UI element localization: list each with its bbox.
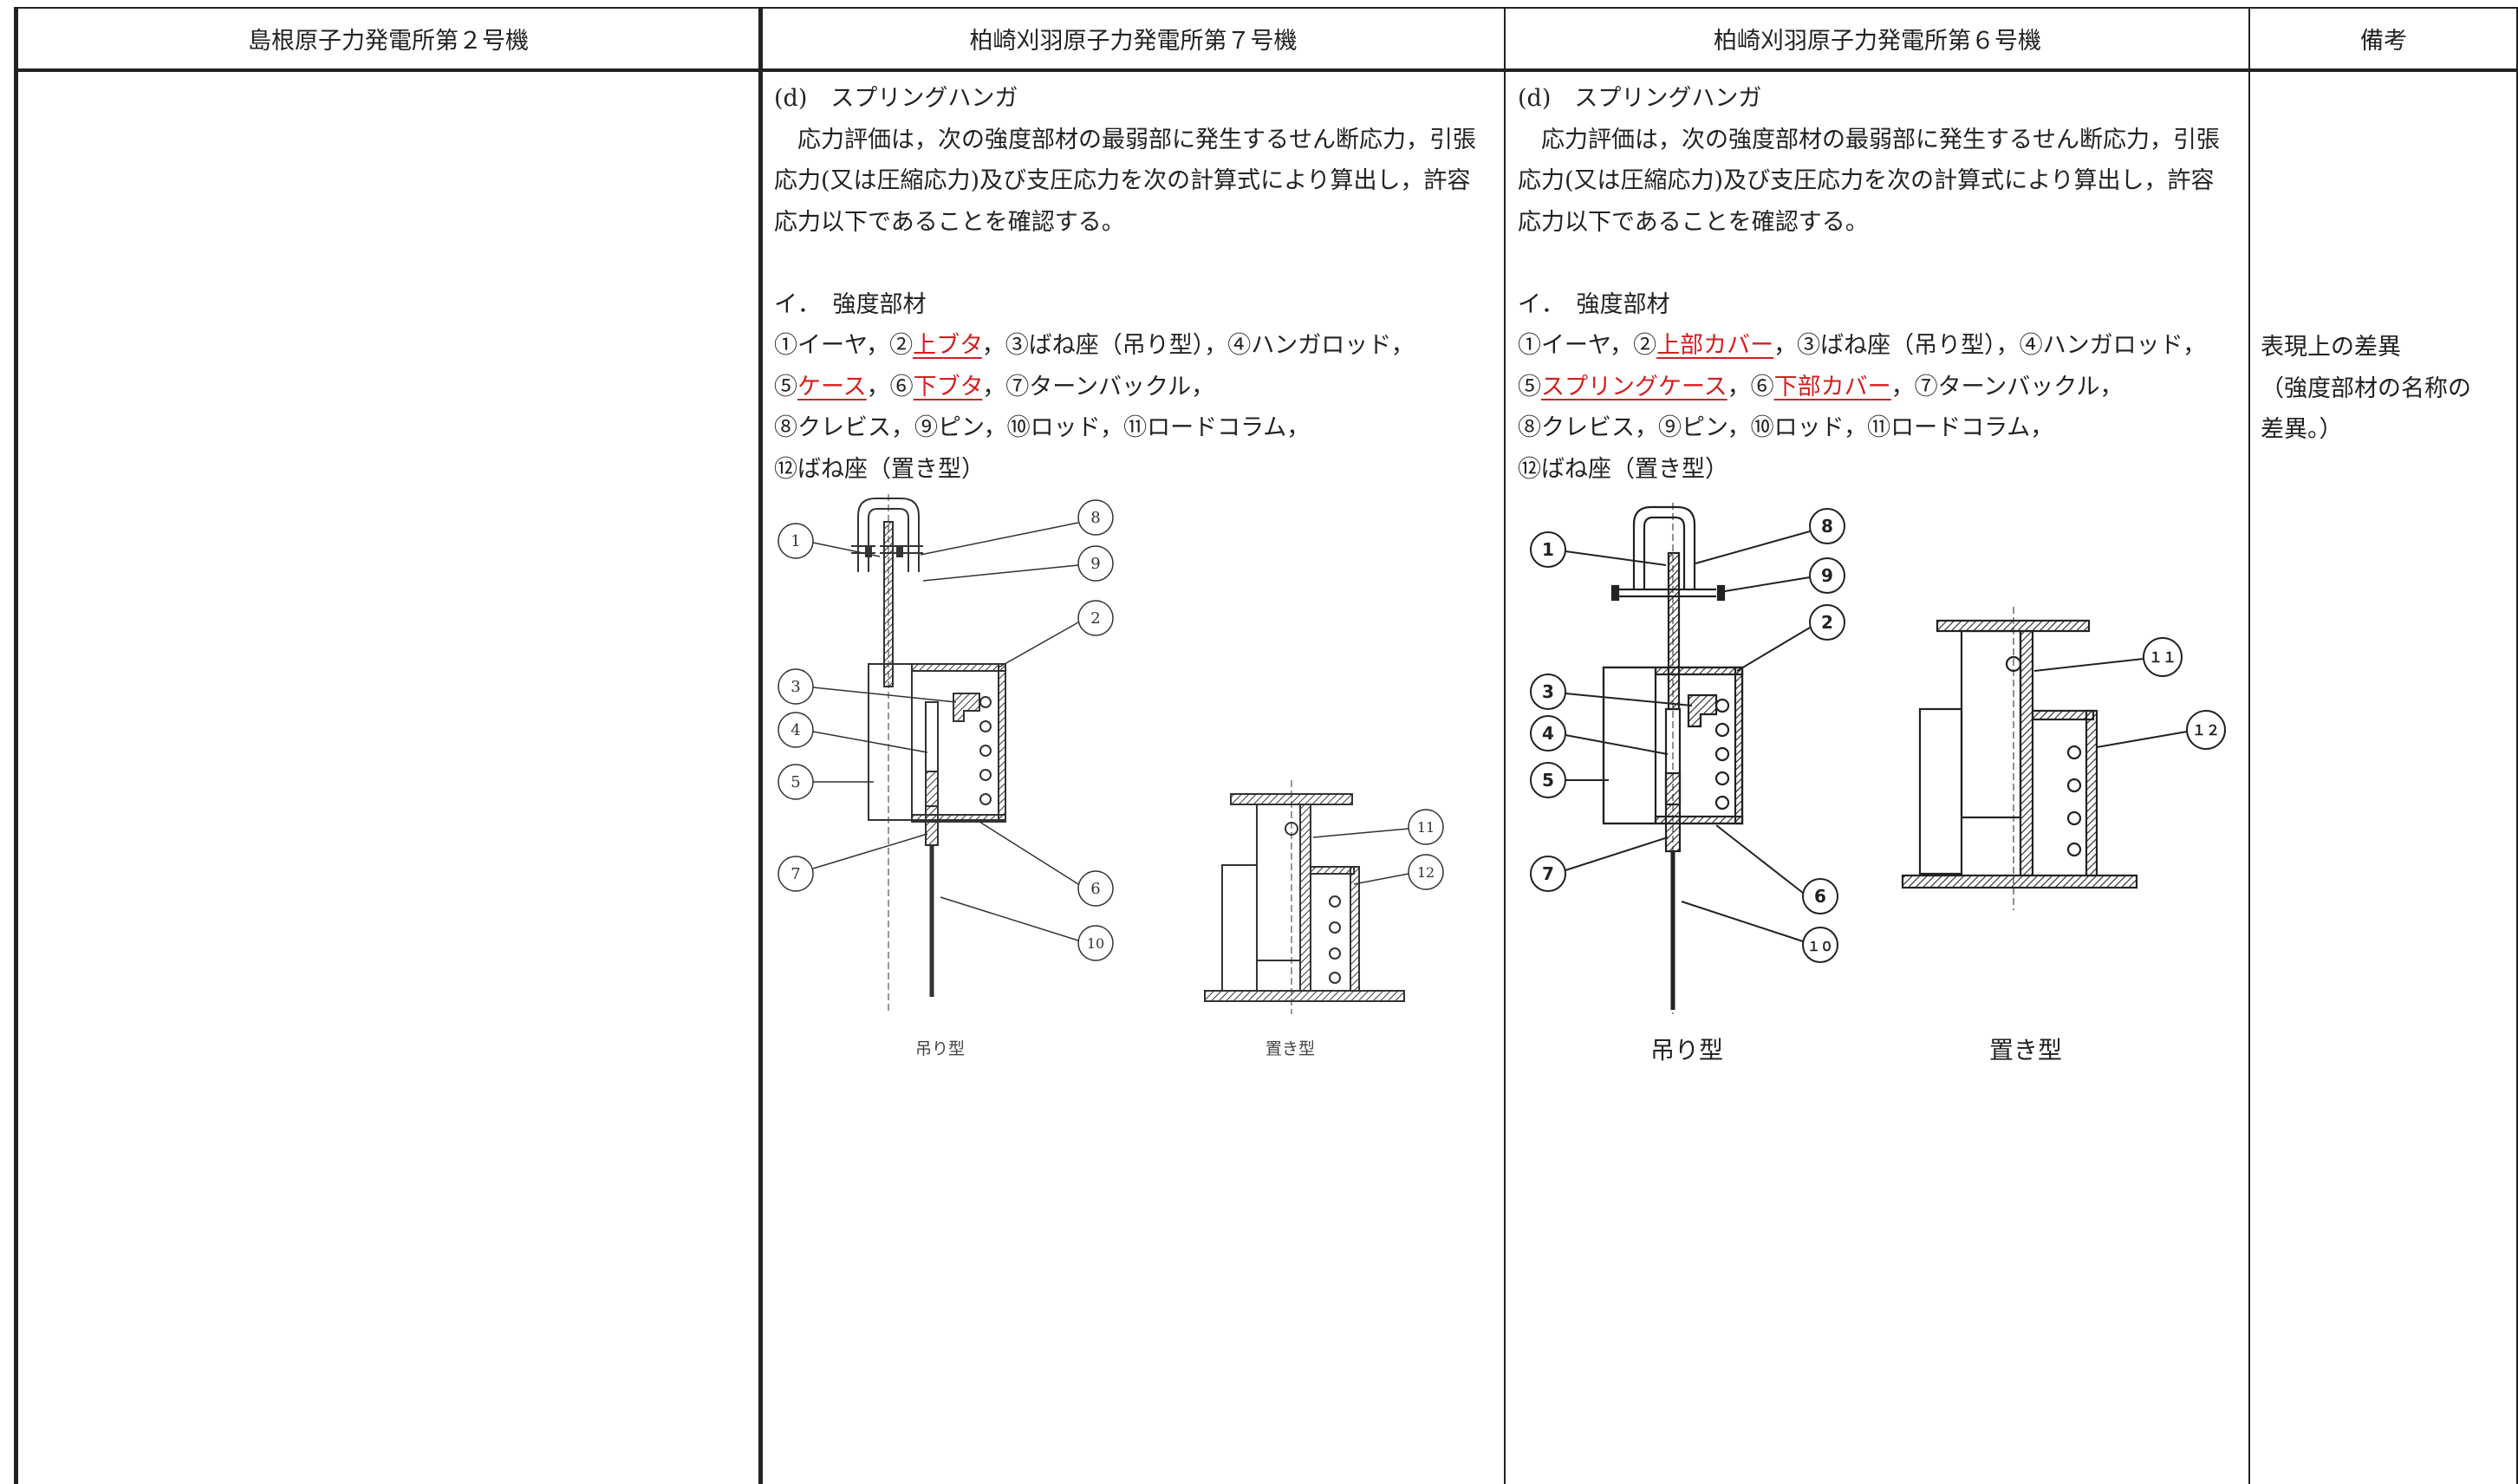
- kk7-paragraph-line-1: 応力評価は，次の強度部材の最弱部に発生するせん断応力，引張: [774, 126, 1476, 153]
- kk6-label-8: 8: [1821, 516, 1833, 537]
- kk6-section: (d) スプリングハンガ 応力評価は，次の強度部材の最弱部に発生するせん断応力，…: [1518, 78, 2220, 490]
- kk7-label-12: 12: [1417, 864, 1435, 881]
- remarks-line-3: 差異。）: [2261, 416, 2343, 443]
- kk7-label-4: 4: [791, 721, 800, 739]
- kk6-changed-term: スプリングケース: [1541, 373, 1727, 400]
- kk7-members-line-1: ①イーヤ，②上ブタ，③ばね座（吊り型），④ハンガロッド，: [774, 332, 1415, 359]
- kk7-subheading: イ． 強度部材: [774, 290, 927, 318]
- kk6-label-3: 3: [1542, 681, 1554, 702]
- kk6-label-9: 9: [1821, 565, 1833, 586]
- kk6-changed-term: 下部カバー: [1773, 373, 1891, 400]
- kk7-changed-term: 上ブタ: [913, 332, 982, 359]
- kk6-members-line-4: ⑫ばね座（置き型）: [1518, 455, 1728, 483]
- kk7-paragraph-line-3: 応力以下であることを確認する。: [774, 208, 1125, 236]
- kk6-paragraph-line-3: 応力以下であることを確認する。: [1518, 208, 1869, 236]
- kk6-label-4: 4: [1542, 723, 1554, 744]
- kk6-members-line-1: ①イーヤ，②上部カバー，③ばね座（吊り型），④ハンガロッド，: [1518, 332, 2207, 359]
- header-shimane-2: 島根原子力発電所第２号機: [248, 27, 529, 55]
- header-kk-6: 柏崎刈羽原子力発電所第６号機: [1714, 27, 2041, 55]
- kk7-standing-type-diagram: 11 12: [1204, 780, 1444, 1014]
- remarks-line-2: （強度部材の名称の: [2261, 374, 2471, 402]
- kk6-standing-type-diagram: １１ １２: [1901, 607, 2226, 910]
- kk7-heading: (d) スプリングハンガ: [774, 85, 1018, 112]
- kk6-label-1: 1: [1542, 539, 1554, 560]
- table-top-border: [14, 7, 2518, 9]
- table-right-border: [2516, 7, 2518, 1484]
- kk7-paragraph-line-2: 応力(又は圧縮応力)及び支圧応力を次の計算式により算出し，許容: [774, 167, 1471, 194]
- kk7-label-8: 8: [1090, 509, 1100, 527]
- kk7-changed-term: 下ブタ: [913, 373, 983, 400]
- kk6-members-line-2: ⑤スプリングケース，⑥下部カバー，⑦ターンバックル，: [1518, 373, 2124, 400]
- kk6-subheading: イ． 強度部材: [1518, 290, 1670, 318]
- kk7-label-7: 7: [791, 865, 800, 883]
- kk7-hanging-type-diagram: 1 8 9 2 3 4 5 7 6 10: [778, 494, 1114, 1014]
- kk6-changed-term: 上部カバー: [1656, 332, 1774, 359]
- header-bottom-border: [14, 68, 2518, 72]
- table-left-border: [14, 7, 18, 1484]
- kk7-changed-term: ケース: [797, 373, 867, 400]
- kk7-members-line-4: ⑫ばね座（置き型）: [774, 455, 985, 483]
- kk6-label-6: 6: [1814, 886, 1826, 907]
- kk7-label-10: 10: [1087, 935, 1104, 952]
- kk7-label-6: 6: [1090, 880, 1100, 898]
- header-kk-7: 柏崎刈羽原子力発電所第７号機: [969, 27, 1298, 55]
- column-divider-1: [758, 7, 763, 1484]
- kk6-label-11: １１: [2149, 649, 2176, 666]
- kk7-members-line-3: ⑧クレビス，⑨ピン，⑩ロッド，⑪ロードコラム，: [774, 414, 1311, 441]
- kk7-label-2: 2: [1090, 609, 1100, 628]
- column-divider-2: [1504, 7, 1506, 1484]
- kk6-label-5: 5: [1542, 770, 1554, 791]
- remarks-text: 表現上の差異 （強度部材の名称の 差異。）: [2261, 327, 2471, 451]
- kk6-label-2: 2: [1821, 612, 1833, 633]
- kk6-hanging-type-diagram: 1 8 9 2 3 4 5 7 6 １０: [1530, 503, 1845, 1014]
- kk7-label-5: 5: [791, 773, 800, 791]
- kk6-heading: (d) スプリングハンガ: [1518, 85, 1762, 112]
- kk6-label-10: １０: [1807, 939, 1833, 954]
- kk7-label-1: 1: [791, 532, 800, 550]
- column-divider-3: [2248, 7, 2250, 1484]
- header-remarks: 備考: [2360, 27, 2407, 55]
- kk7-caption-hanging: 吊り型: [915, 1039, 966, 1058]
- kk7-label-9: 9: [1090, 555, 1100, 573]
- kk7-label-11: 11: [1417, 819, 1435, 836]
- kk6-caption-standing: 置き型: [1989, 1036, 2063, 1064]
- kk6-paragraph-line-2: 応力(又は圧縮応力)及び支圧応力を次の計算式により算出し，許容: [1518, 167, 2215, 194]
- kk6-paragraph-line-1: 応力評価は，次の強度部材の最弱部に発生するせん断応力，引張: [1518, 126, 2220, 153]
- kk6-caption-hanging: 吊り型: [1650, 1036, 1724, 1064]
- remarks-line-1: 表現上の差異: [2261, 334, 2401, 361]
- kk6-label-7: 7: [1542, 863, 1554, 884]
- kk7-members-line-2: ⑤ケース，⑥下ブタ，⑦ターンバックル，: [774, 373, 1215, 400]
- kk7-caption-standing: 置き型: [1266, 1039, 1316, 1058]
- kk6-members-line-3: ⑧クレビス，⑨ピン，⑩ロッド，⑪ロードコラム，: [1518, 414, 2054, 441]
- kk7-section: (d) スプリングハンガ 応力評価は，次の強度部材の最弱部に発生するせん断応力，…: [774, 78, 1476, 490]
- kk6-label-12: １２: [2192, 722, 2220, 739]
- kk7-label-3: 3: [791, 678, 800, 696]
